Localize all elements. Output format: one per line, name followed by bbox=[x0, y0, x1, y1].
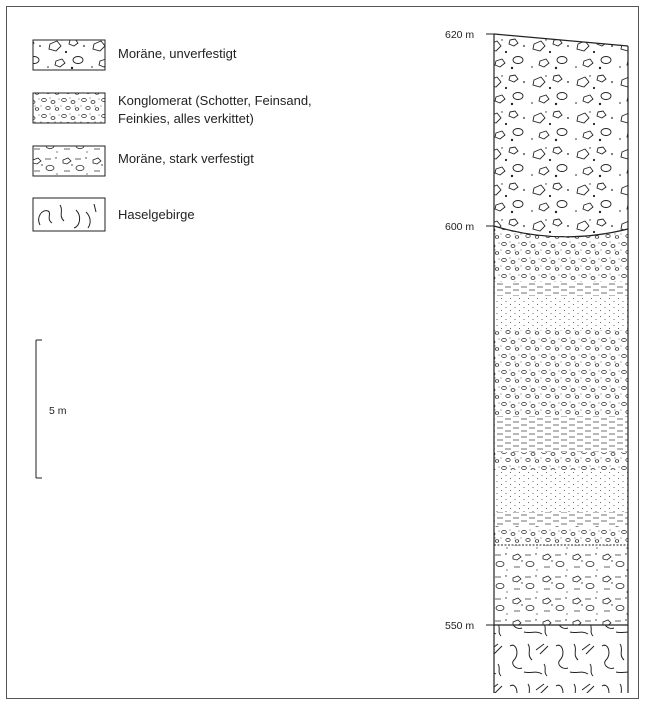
scale-bar-label: 5 m bbox=[49, 405, 67, 417]
silt-band-3 bbox=[494, 512, 628, 526]
unit-moraine-loose bbox=[494, 34, 628, 237]
legend-label-moraine-loose: Moräne, unverfestigt bbox=[118, 46, 237, 61]
legend-label-conglomerate-line2: Feinkies, alles verkittet) bbox=[118, 111, 254, 126]
unit-haselgebirge bbox=[494, 625, 628, 693]
silt-band-2 bbox=[494, 416, 628, 452]
conglomerate-swatch bbox=[33, 93, 105, 123]
moraine-loose-swatch bbox=[33, 40, 105, 70]
legend-label-haselgebirge: Haselgebirge bbox=[118, 207, 195, 222]
legend-label-conglomerate-line1: Konglomerat (Schotter, Feinsand, bbox=[118, 93, 312, 108]
sand-band-1 bbox=[494, 296, 628, 330]
unit-moraine-firm bbox=[494, 545, 628, 625]
elevation-label-550m: 550 m bbox=[445, 620, 474, 632]
elevation-label-620m: 620 m bbox=[445, 29, 474, 41]
sand-band-2 bbox=[494, 470, 628, 512]
silt-band-1 bbox=[494, 282, 628, 296]
haselgebirge-swatch bbox=[33, 198, 105, 231]
legend-label-moraine-firm: Moräne, stark verfestigt bbox=[118, 151, 254, 166]
elevation-label-600m: 600 m bbox=[445, 221, 474, 233]
moraine-firm-swatch bbox=[33, 146, 105, 176]
